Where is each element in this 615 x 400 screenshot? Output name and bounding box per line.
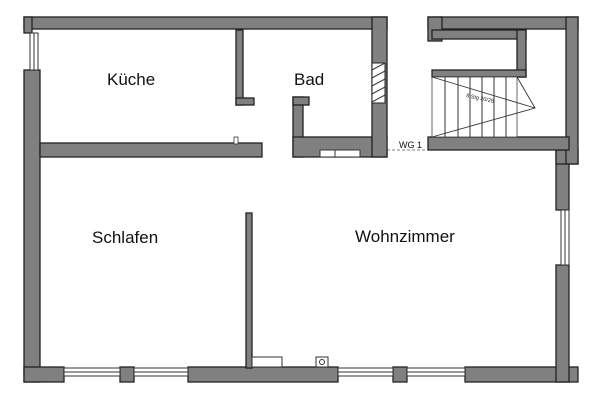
wall-left [23, 69, 41, 383]
wall-bottom-3 [187, 366, 339, 383]
fixture-bottom [251, 356, 283, 368]
fixture-small [315, 356, 329, 368]
wall-kitchen-bottom [39, 142, 263, 158]
wall-left-top-stub [23, 16, 33, 34]
outer-walls [23, 16, 579, 383]
room-labels: Küche Bad Schlafen Wohnzimmer WG 1 [92, 70, 455, 247]
stair-label: 8 Stg 20/25 [466, 93, 495, 105]
wall-stair-mid [431, 69, 527, 78]
room-label-schlafen: Schlafen [92, 228, 158, 247]
wall-bottom-2 [119, 366, 135, 383]
wall-sleep-living [245, 212, 253, 369]
wall-stair-top [431, 29, 527, 40]
wall-bottom-1 [23, 366, 65, 383]
wall-right-lower [555, 264, 570, 383]
wg-label: WG 1 [399, 140, 422, 150]
wall-top-right [427, 16, 579, 30]
stair-area [431, 76, 518, 138]
wall-kitchen-bath-foot [235, 97, 255, 106]
wall-top-left [23, 16, 388, 30]
bath-vent [319, 149, 361, 158]
wall-right-top [565, 16, 579, 165]
details [233, 62, 428, 368]
kitchen-pin [233, 136, 239, 145]
windows [29, 32, 570, 377]
wall-stair-bottom [427, 136, 570, 151]
stairs: 8 Stg 20/25 [431, 76, 536, 138]
wall-bottom-4 [392, 366, 408, 383]
wall-kitchen-bath [235, 29, 244, 106]
room-label-kueche: Küche [107, 70, 155, 89]
wall-bath-left-top [292, 96, 310, 106]
room-label-wohnzimmer: Wohnzimmer [355, 227, 455, 246]
room-label-bad: Bad [294, 70, 324, 89]
